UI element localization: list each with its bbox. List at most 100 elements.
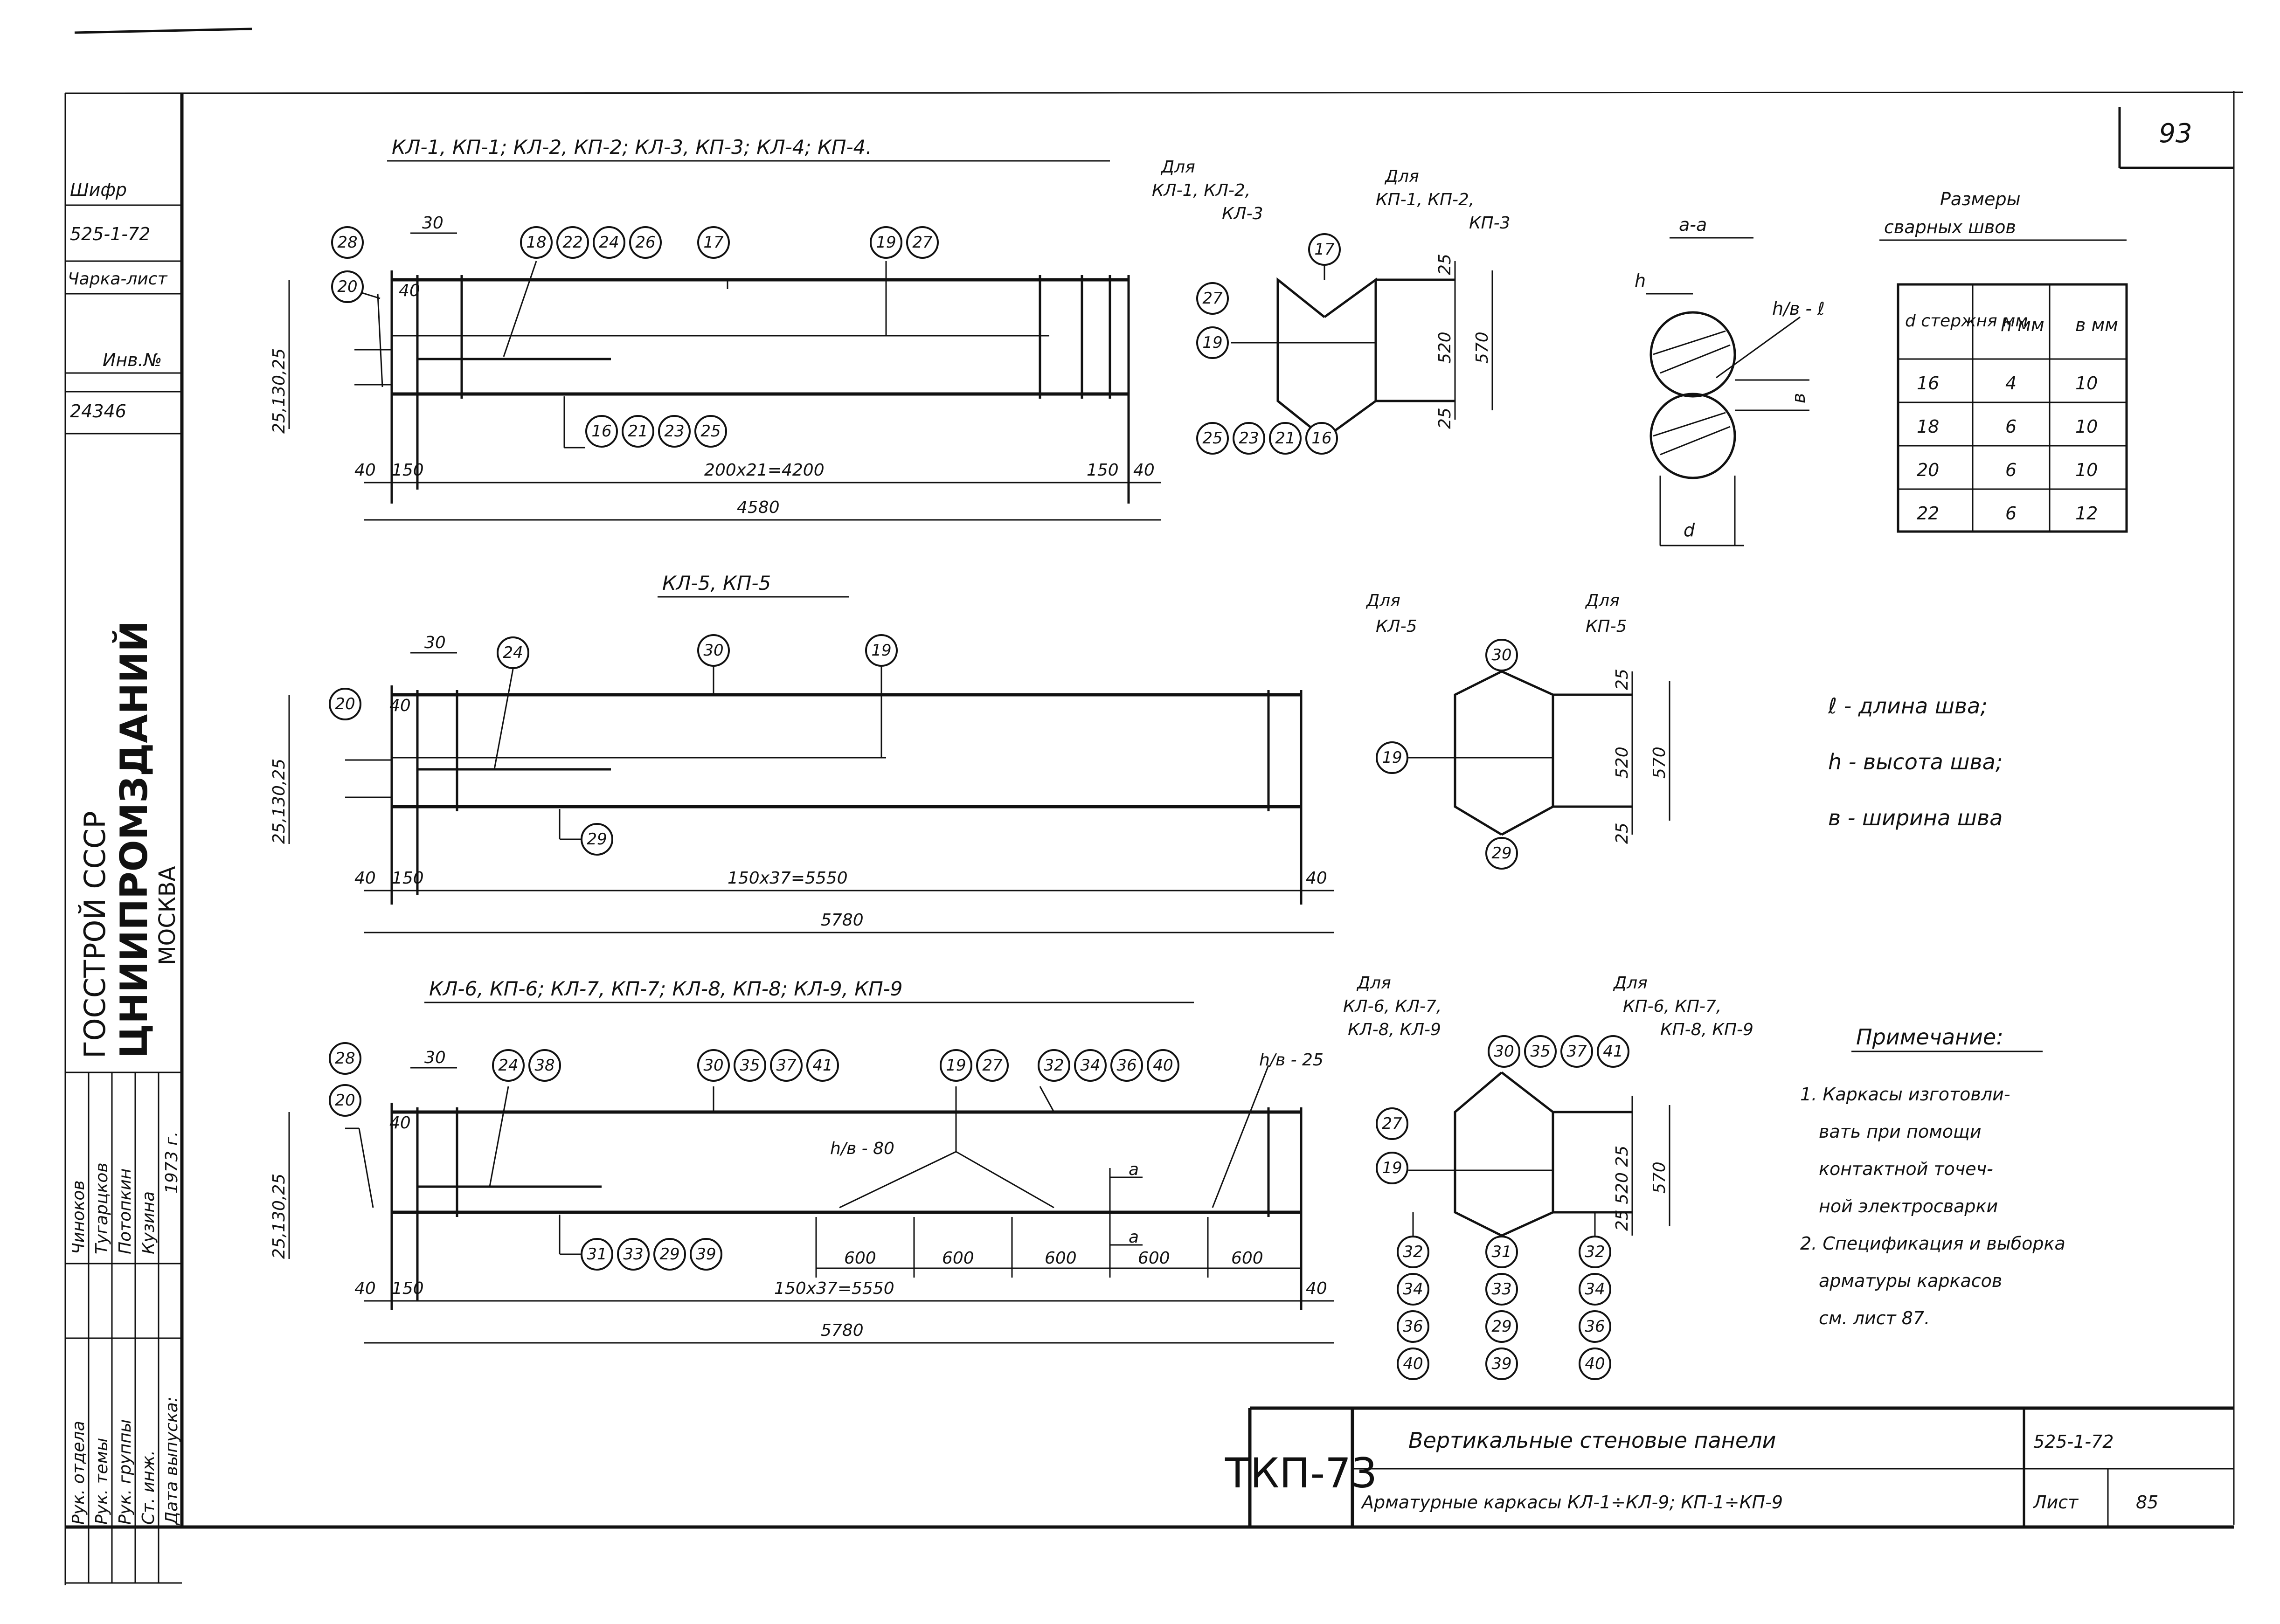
sec1-label-b: Для [1384,167,1419,186]
top-bubble-26: 26 [635,233,655,252]
sec2-label-a2: КЛ-5 [1376,617,1417,636]
bot-bubble-36: 36 [1116,1056,1137,1075]
sheet-label: Чарка-лист [68,270,168,289]
aa-h: h [1635,270,1646,291]
sec1-label-b3: КП-3 [1469,214,1511,233]
bot-bubble-27: 27 [982,1056,1003,1075]
cipher-label: Шифр [70,180,127,200]
bot-bubble-33: 33 [623,1245,643,1264]
sec3-c1-36: 36 [1403,1317,1423,1336]
sec1-d570: 570 [1473,332,1492,364]
top-title: КЛ-1, КП-1; КЛ-2, КП-2; КЛ-3, КП-3; КЛ-4… [392,136,872,159]
mid-dim-left: 25,130,25 [270,759,289,844]
organization-block: ГОССТРОЙ СССР ЦНИИПРОМЗДАНИЙ МОСКВА [65,621,182,1073]
role-3: Рук. группы [116,1419,135,1525]
sec1-bubble-21: 21 [1275,429,1295,448]
mid-bubble-19: 19 [871,641,891,660]
top-bubble-25: 25 [700,422,721,441]
sec2-label-b: Для [1585,591,1620,610]
sec3-c2-31: 31 [1491,1243,1511,1261]
top-bubble-19: 19 [876,233,896,252]
sec3-c3-34: 34 [1585,1280,1605,1299]
sec3-c3-36: 36 [1585,1317,1605,1336]
weld-r4-v: 12 [2075,503,2098,524]
top-bubble-16: 16 [591,422,611,441]
sec2-bubble-19: 19 [1382,748,1402,767]
bot-bubble-30: 30 [703,1056,723,1075]
staff-block: Рук. отдела Рук. темы Рук. группы Ст. ин… [65,1072,182,1583]
top-bubble-18: 18 [526,233,546,252]
sec3-c3-40: 40 [1585,1354,1605,1373]
sec2-label-b2: КП-5 [1586,617,1627,636]
sec3-c3-32: 32 [1585,1243,1605,1261]
section-3: Для КЛ-6, КЛ-7, КЛ-8, КЛ-9 Для КП-6, КП-… [1343,974,1753,1380]
top-bubble-23: 23 [664,422,684,441]
sec3-c2-33: 33 [1491,1280,1511,1299]
top-dim-150b: 150 [1087,461,1119,480]
mid-bubble-29: 29 [587,830,607,849]
role-5: Дата выпуска: [162,1396,181,1526]
mid-dim-40a: 40 [354,869,376,888]
bot-cut-a-bot: а [1129,1228,1139,1247]
bot-bubble-38: 38 [534,1056,554,1075]
sec3-label-a2: КЛ-6, КЛ-7, [1343,997,1441,1016]
weld-header-v: в мм [2075,315,2118,335]
legend-line-3: в - ширина шва [1828,805,2003,830]
inv-label: Инв.№ [103,350,162,370]
weld-r1-h: 4 [2005,373,2017,394]
top-dim-span: 200x21=4200 [704,461,825,480]
bottom-cage-drawing: КЛ-6, КП-6; КЛ-7, КП-7; КЛ-8, КП-8; КЛ-9… [270,977,1334,1344]
sec1-bubble-17: 17 [1314,240,1335,259]
top-dim-40: 40 [399,281,420,300]
bot-bubble-35: 35 [740,1056,760,1075]
sec3-label-b3: КП-8, КП-9 [1660,1020,1753,1039]
sec1-bubble-19: 19 [1202,333,1222,352]
sec1-bubble-27: 27 [1202,289,1223,308]
bot-space-1: 600 [844,1249,876,1268]
sec3-c1-40: 40 [1403,1354,1423,1373]
sec3-c1-32: 32 [1403,1243,1423,1261]
notes-line-5: 2. Спецификация и выборка [1800,1233,2065,1254]
bot-bubble-40: 40 [1153,1056,1173,1075]
bot-space-3: 600 [1045,1249,1077,1268]
stamp-line-2: Арматурные каркасы КЛ-1÷КЛ-9; КП-1÷КП-9 [1360,1492,1783,1513]
bot-dim-total: 5780 [821,1321,864,1340]
top-bubble-22: 22 [562,233,582,252]
notes-line-1: 1. Каркасы изготовли- [1800,1084,2010,1105]
bot-bubble-31: 31 [587,1245,607,1264]
sec1-bubble-25: 25 [1202,429,1222,448]
sheet-number-box: 93 [2118,107,2234,169]
top-bubble-21: 21 [628,422,648,441]
name-1: Чиноков [69,1180,88,1254]
bot-cut-a-top: а [1129,1160,1139,1179]
top-dim-left: 25,130,25 [270,348,289,434]
stamp-line-1: Вертикальные стеновые панели [1408,1428,1776,1453]
notes-line-6: арматуры каркасов [1819,1271,2002,1291]
bot-bubble-41: 41 [812,1056,832,1075]
sec3-bubble-27: 27 [1382,1114,1402,1133]
inv-value: 24346 [70,401,126,422]
bot-title: КЛ-6, КП-6; КЛ-7, КП-7; КЛ-8, КП-8; КЛ-9… [429,977,903,1000]
org-line1: ГОССТРОЙ СССР [78,811,112,1058]
sec1-label-a: Для [1160,158,1195,177]
bot-dim-40a: 40 [354,1279,376,1298]
weld-r4-d: 22 [1917,503,1939,524]
org-line3: МОСКВА [154,866,180,965]
bot-dim-left: 25,130,25 [270,1174,289,1259]
notes-line-4: ной электросварки [1819,1196,1998,1216]
role-1: Рук. отдела [69,1421,88,1525]
sec3-bubble-35: 35 [1530,1042,1550,1061]
bot-bubble-20: 20 [335,1091,355,1110]
mid-bubble-20: 20 [335,695,355,713]
sec3-label-a: Для [1356,974,1391,993]
sec2-label-a: Для [1365,591,1400,610]
role-2: Рук. темы [92,1438,111,1525]
notes-line-7: см. лист 87. [1819,1308,1930,1328]
weld-r3-v: 10 [2075,460,2098,480]
bot-space-5: 600 [1231,1249,1263,1268]
sec1-d520: 520 [1435,332,1455,364]
notes-block: Примечание: 1. Каркасы изготовли- вать п… [1800,1024,2065,1328]
mid-dim-40b: 40 [1306,869,1327,888]
top-cage-drawing: КЛ-1, КП-1; КЛ-2, КП-2; КЛ-3, КП-3; КЛ-4… [270,136,1161,521]
